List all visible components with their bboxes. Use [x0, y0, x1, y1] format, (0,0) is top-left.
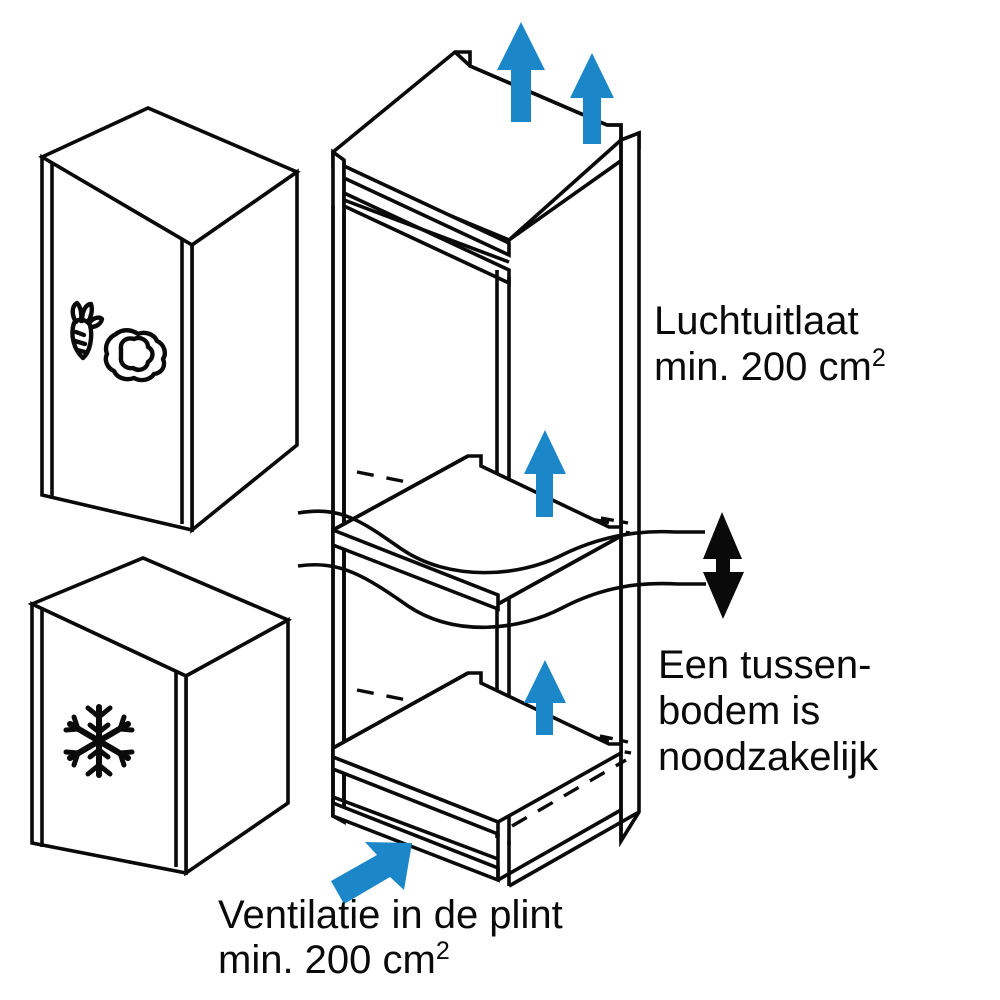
shelf-left-corner [332, 454, 469, 532]
lettuce-inner-icon [118, 335, 155, 372]
shelf-line3: noodzakelijk [658, 735, 879, 779]
break-lines [297, 509, 706, 630]
plinth-line2-superscript: 2 [436, 937, 450, 965]
base-hidden-rear-diag [511, 758, 627, 828]
lettuce-icon [103, 328, 167, 383]
shelf-front-lower-edge [497, 534, 622, 606]
air-outlet-line2: min. 200 cm2 [654, 344, 886, 389]
airflow-arrows [331, 22, 614, 904]
niche-top-notch-left [453, 50, 608, 127]
niche-base [331, 671, 640, 888]
plinth-brace [332, 795, 499, 861]
breakline-lower [297, 562, 706, 630]
snowflake-icon [63, 704, 135, 778]
air-outlet-line1: Luchtuitlaat [654, 299, 859, 343]
arrow-top-outlet-left [497, 22, 545, 122]
niche-top-panel-front-edge [507, 138, 623, 242]
plinth-line2-prefix: min. 200 cm [218, 938, 436, 982]
shelf-line2: bodem is [658, 689, 820, 733]
niche-top-rail-upper [342, 163, 511, 258]
air-outlet-line2-superscript: 2 [872, 344, 886, 372]
base-floor-left-edge [332, 671, 469, 750]
base-floor-surface [331, 671, 623, 824]
air-outlet-line2-prefix: min. 200 cm [654, 345, 872, 389]
plinth-line1: Ventilatie in de plint [218, 893, 563, 937]
snowflake-barb-6 [117, 749, 135, 768]
shelf-thickness [331, 527, 500, 612]
arrow-upper-cavity-flow [524, 430, 566, 517]
niche-top-notch-right [607, 123, 623, 140]
breakline-upper [297, 509, 705, 575]
label-intermediate-shelf: Een tussen- bodem is noodzakelijk [658, 643, 879, 779]
snowflake-barb-8 [117, 714, 135, 733]
label-plinth-ventilation: Ventilatie in de plint min. 200 cm2 [218, 893, 563, 982]
snowflake-barb-2 [85, 762, 113, 777]
snowflake-barb-7 [63, 749, 81, 768]
carrot-ribs-icon [72, 329, 88, 355]
base-bottom-right-edge [508, 810, 640, 888]
arrow-top-outlet-right [570, 53, 614, 144]
carrot-leaves-icon [70, 300, 105, 330]
snowflake-barb-1 [85, 705, 113, 720]
arrow-lower-cavity-flow [524, 660, 566, 735]
arrow-double-vertical [703, 512, 744, 619]
installation-niche [297, 50, 706, 888]
label-air-outlet: Luchtuitlaat min. 200 cm2 [654, 299, 886, 389]
snowflake-barb-3 [87, 722, 111, 735]
plinth-line2: min. 200 cm2 [218, 937, 450, 982]
shelf-line1: Een tussen- [658, 643, 871, 687]
niche-top-rail-brace [343, 198, 510, 264]
base-bottom-right-inner [497, 808, 622, 882]
appliance-fridge [38, 106, 301, 534]
arrow-plinth-intake [331, 842, 412, 904]
vegetable-icon [70, 300, 167, 383]
appliance-freezer [27, 556, 293, 877]
fridge-door-face [40, 153, 194, 533]
snowflake-barb-4 [87, 747, 111, 760]
plinth-right-corner [496, 834, 511, 886]
niche-right-wall [619, 130, 641, 848]
snowflake-barb-5 [63, 714, 81, 733]
shelf-gap-indicator [703, 512, 744, 619]
intermediate-shelf [331, 454, 631, 612]
